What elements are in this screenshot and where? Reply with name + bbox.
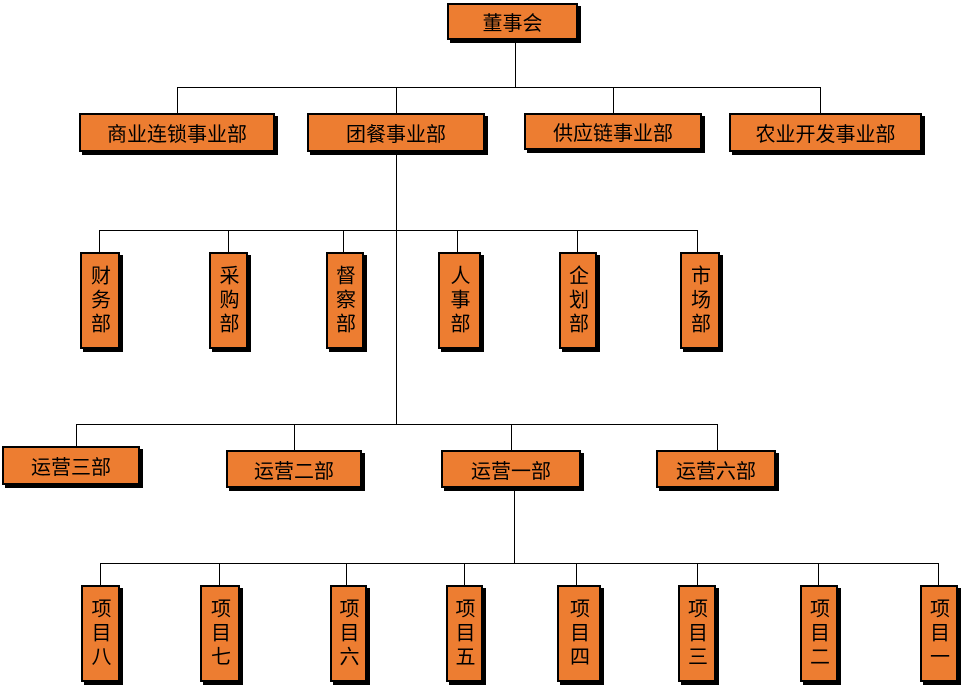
connector	[294, 424, 295, 450]
connector	[514, 490, 515, 563]
division-node: 农业开发事业部	[729, 113, 922, 152]
connector	[177, 87, 178, 113]
department-node: 企划部	[559, 252, 597, 349]
connector	[717, 424, 718, 450]
division-node: 供应链事业部	[524, 113, 702, 150]
connector	[100, 563, 101, 585]
connector	[219, 563, 220, 585]
connector	[396, 152, 397, 424]
operation-node: 运营三部	[2, 446, 140, 485]
project-node: 项目六	[330, 585, 367, 682]
connector	[820, 87, 821, 113]
operation-node: 运营六部	[656, 450, 776, 488]
project-node: 项目四	[557, 585, 601, 682]
connector	[396, 87, 397, 113]
connector	[577, 230, 578, 252]
operation-node: 运营二部	[226, 450, 362, 488]
connector	[613, 87, 614, 113]
division-node: 团餐事业部	[307, 113, 485, 152]
division-node: 商业连锁事业部	[79, 113, 275, 152]
project-node: 项目三	[678, 585, 716, 682]
connector	[76, 424, 718, 425]
connector	[818, 563, 819, 585]
connector	[99, 230, 100, 252]
project-node: 项目八	[81, 585, 120, 682]
department-node: 采购部	[209, 252, 248, 349]
project-node: 项目七	[200, 585, 240, 682]
connector	[697, 563, 698, 585]
project-node: 项目二	[800, 585, 838, 682]
department-node: 人事部	[438, 252, 481, 349]
connector	[464, 563, 465, 585]
connector	[76, 424, 77, 446]
connector	[99, 230, 698, 231]
board-node: 董事会	[447, 3, 578, 40]
operation-node: 运营一部	[441, 450, 581, 488]
connector	[228, 230, 229, 252]
connector	[938, 563, 939, 585]
connector	[100, 563, 939, 564]
connector	[177, 87, 821, 88]
department-node: 市场部	[680, 252, 720, 349]
department-node: 督察部	[326, 252, 364, 349]
connector	[515, 40, 516, 87]
connector	[343, 230, 344, 252]
department-node: 财务部	[80, 252, 120, 349]
connector	[697, 230, 698, 252]
connector	[346, 563, 347, 585]
project-node: 项目五	[446, 585, 483, 682]
project-node: 项目一	[920, 585, 958, 682]
connector	[576, 563, 577, 585]
connector	[511, 424, 512, 450]
connector	[457, 230, 458, 252]
